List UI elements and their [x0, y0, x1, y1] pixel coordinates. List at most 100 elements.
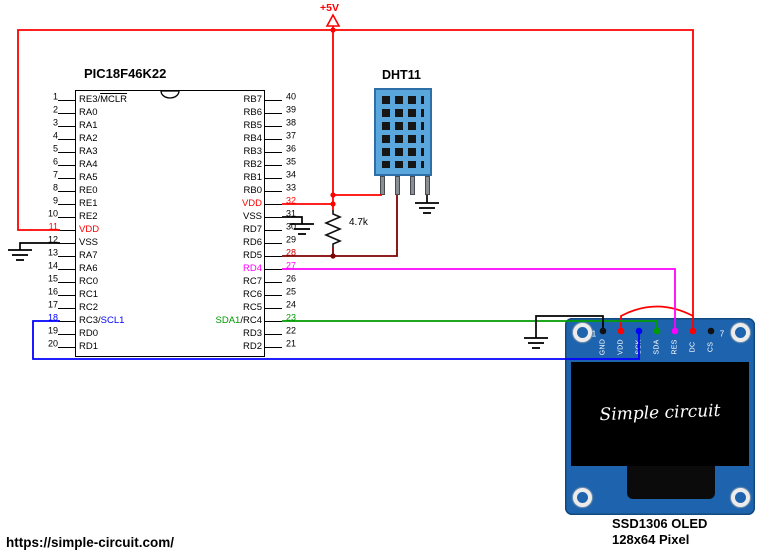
- pin-label: VSS: [242, 211, 262, 222]
- ic-pin-right-38: RB5 38: [148, 117, 297, 132]
- pin-label-text: RE3/: [79, 94, 101, 105]
- pin-number: 34: [286, 169, 297, 180]
- resistor-symbol: [323, 210, 343, 247]
- pin-label: SDA1/RC4: [148, 315, 265, 327]
- pin-number: 28: [286, 247, 297, 258]
- pin-label: RB0: [243, 185, 262, 196]
- pin-stub: [58, 151, 75, 153]
- pin-number: 24: [286, 299, 297, 310]
- pin-label: RE2: [79, 211, 98, 222]
- pin-number: 7: [52, 169, 58, 180]
- pin-label: RE0: [79, 185, 98, 196]
- pin-label: RC3/SCL1: [79, 315, 124, 327]
- pin-label: RD1: [79, 341, 99, 352]
- pin-label-accent: SDA1: [215, 315, 241, 326]
- oled-module: 1 GND VDD SCK SDA RES DC CS 7 Simple cir…: [565, 318, 755, 515]
- oled-screen: Simple circuit: [571, 362, 749, 466]
- ground-symbol-oled: [524, 337, 548, 349]
- ic-title: PIC18F46K22: [84, 66, 167, 81]
- pin-number: 23: [286, 312, 297, 323]
- pin-stub: [58, 268, 75, 270]
- pin-number: 22: [286, 325, 297, 336]
- pin-number: 9: [52, 195, 58, 206]
- pin-label: RA2: [79, 133, 98, 144]
- dht11-leg-gnd: [425, 176, 430, 195]
- pin-label: RB6: [243, 107, 262, 118]
- pin-stub: [58, 294, 75, 296]
- oled-flex-connector: [627, 466, 715, 499]
- pin-number: 38: [286, 117, 297, 128]
- ic-pin-right-39: RB6 39: [148, 104, 297, 119]
- pin-label: RB5: [243, 120, 262, 131]
- pin-label: RA4: [79, 159, 98, 170]
- pin-stub: [58, 190, 75, 192]
- pin-label: RA7: [79, 250, 98, 261]
- mounting-hole: [731, 323, 750, 342]
- pin-number: 6: [52, 156, 58, 167]
- pin-stub: [265, 242, 282, 244]
- mounting-hole: [731, 488, 750, 507]
- pin-label: RD4: [242, 263, 262, 274]
- pin-label: RE3/MCLR: [79, 94, 127, 106]
- pin-label-accent: SCL1: [100, 315, 125, 326]
- pin-label: RA6: [79, 263, 98, 274]
- pin-stub: [58, 164, 75, 166]
- pin-label: VSS: [79, 237, 99, 248]
- pin-stub: [265, 177, 282, 179]
- pin-stub: [58, 320, 75, 322]
- pin-number: 27: [286, 260, 297, 271]
- pin-stub: [265, 99, 282, 101]
- website-link[interactable]: https://simple-circuit.com/: [6, 535, 175, 550]
- pin-number: 39: [286, 104, 297, 115]
- pin-label: RB4: [243, 133, 262, 144]
- dht11-sensor: [374, 88, 432, 176]
- pin-number: 10: [47, 208, 58, 219]
- oled-pin7-marker: 7: [719, 329, 725, 339]
- pin-stub: [265, 151, 282, 153]
- pin-number: 29: [286, 234, 297, 245]
- pin-label: RD2: [242, 341, 262, 352]
- pin-number: 40: [286, 91, 297, 102]
- pin-stub: [265, 164, 282, 166]
- pin-stub: [265, 229, 282, 231]
- pin-label-text: /RC4: [240, 315, 262, 326]
- ic-pin-right-27: RD4 27: [148, 260, 297, 275]
- pin-number: 3: [52, 117, 58, 128]
- pin-stub: [58, 333, 75, 335]
- oled-pin-label-gnd: GND: [599, 338, 607, 356]
- pin-label: RB7: [243, 94, 262, 105]
- pin-number: 30: [286, 221, 297, 232]
- pin-number: 20: [47, 338, 58, 349]
- pin-label: RC7: [242, 276, 262, 287]
- pin-stub: [265, 203, 282, 205]
- pin-number: 36: [286, 143, 297, 154]
- pin-stub: [58, 346, 75, 348]
- mounting-hole: [573, 323, 592, 342]
- pin-stub: [58, 177, 75, 179]
- pin-number: 15: [47, 273, 58, 284]
- pin-stub: [58, 216, 75, 218]
- pin-number: 19: [47, 325, 58, 336]
- pin-label: VDD: [79, 224, 100, 235]
- ground-symbol-left: [8, 249, 32, 261]
- pin-stub: [265, 333, 282, 335]
- resistor-value-label: 4.7k: [349, 217, 368, 228]
- pin-number: 18: [47, 312, 58, 323]
- pin-number: 11: [48, 221, 58, 232]
- pin-number: 12: [47, 234, 58, 245]
- pin-stub: [265, 112, 282, 114]
- oled-caption-title: SSD1306 OLED: [612, 516, 708, 531]
- pin-stub: [265, 255, 282, 257]
- pin-stub: [265, 294, 282, 296]
- pin-stub: [265, 125, 282, 127]
- pin-stub: [58, 112, 75, 114]
- pin-label: RA5: [79, 172, 98, 183]
